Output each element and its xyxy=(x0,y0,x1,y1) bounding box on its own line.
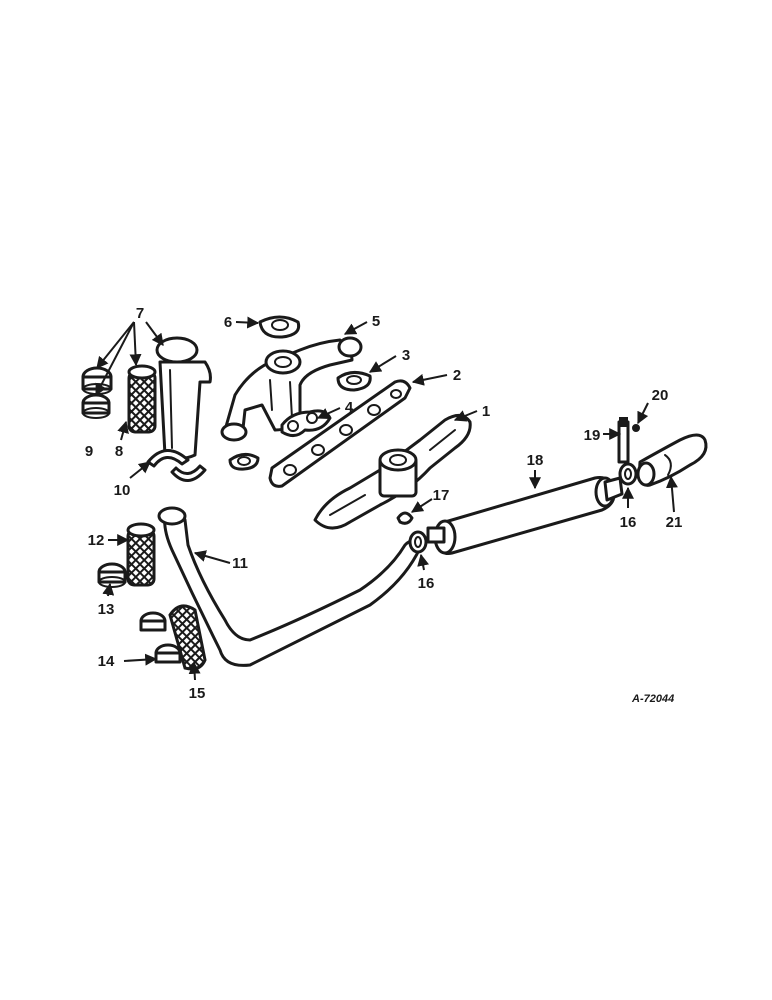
clip-17 xyxy=(396,511,414,525)
clamp-16b xyxy=(618,462,638,486)
callout-3: 3 xyxy=(402,347,410,364)
flexible-hose-8 xyxy=(127,364,157,434)
callout-labels: 1 2 3 4 5 6 7 8 9 10 11 12 13 14 15 16 1… xyxy=(85,305,683,702)
leader-lines xyxy=(95,316,678,681)
elbow-pipe xyxy=(155,336,212,460)
callout-14: 14 xyxy=(98,653,115,670)
callout-1: 1 xyxy=(482,403,490,420)
reference-code: A-72044 xyxy=(631,693,674,705)
gasket-3 xyxy=(336,371,372,392)
callout-2: 2 xyxy=(453,367,461,384)
clamp-9b xyxy=(81,393,111,419)
callout-18: 18 xyxy=(527,452,544,469)
clamp-13 xyxy=(97,562,127,588)
callout-8: 8 xyxy=(115,443,123,460)
manifold-gasket-2 xyxy=(268,379,412,488)
callout-6: 6 xyxy=(224,314,232,331)
flexible-hose-12 xyxy=(126,522,156,587)
muffler-18 xyxy=(426,476,624,555)
manifold-5 xyxy=(220,336,363,442)
callout-7: 7 xyxy=(136,305,144,322)
callout-21: 21 xyxy=(666,514,683,531)
callout-15: 15 xyxy=(189,685,206,702)
callout-11: 11 xyxy=(232,555,248,572)
tail-pipe-21 xyxy=(636,433,708,487)
pipe-bracket-10 xyxy=(146,449,207,482)
callout-5: 5 xyxy=(372,313,380,330)
clamp-14b xyxy=(154,643,182,664)
callout-17: 17 xyxy=(433,487,450,504)
callout-19: 19 xyxy=(584,427,601,444)
screw-20 xyxy=(632,424,640,432)
clamp-14a xyxy=(139,611,167,632)
callout-10: 10 xyxy=(114,482,131,499)
clamp-9a xyxy=(81,366,113,395)
callout-20: 20 xyxy=(652,387,669,404)
gasket-small xyxy=(228,453,260,471)
callout-12: 12 xyxy=(88,532,105,549)
rod-19 xyxy=(617,417,630,464)
callout-16b: 16 xyxy=(620,514,637,531)
callout-16a: 16 xyxy=(418,575,435,592)
clamp-16a xyxy=(408,530,428,554)
exhaust-manifold-1 xyxy=(313,414,472,530)
callout-4: 4 xyxy=(345,399,354,416)
callout-9: 9 xyxy=(85,443,93,460)
gasket-6 xyxy=(258,315,301,339)
callout-13: 13 xyxy=(98,601,115,618)
